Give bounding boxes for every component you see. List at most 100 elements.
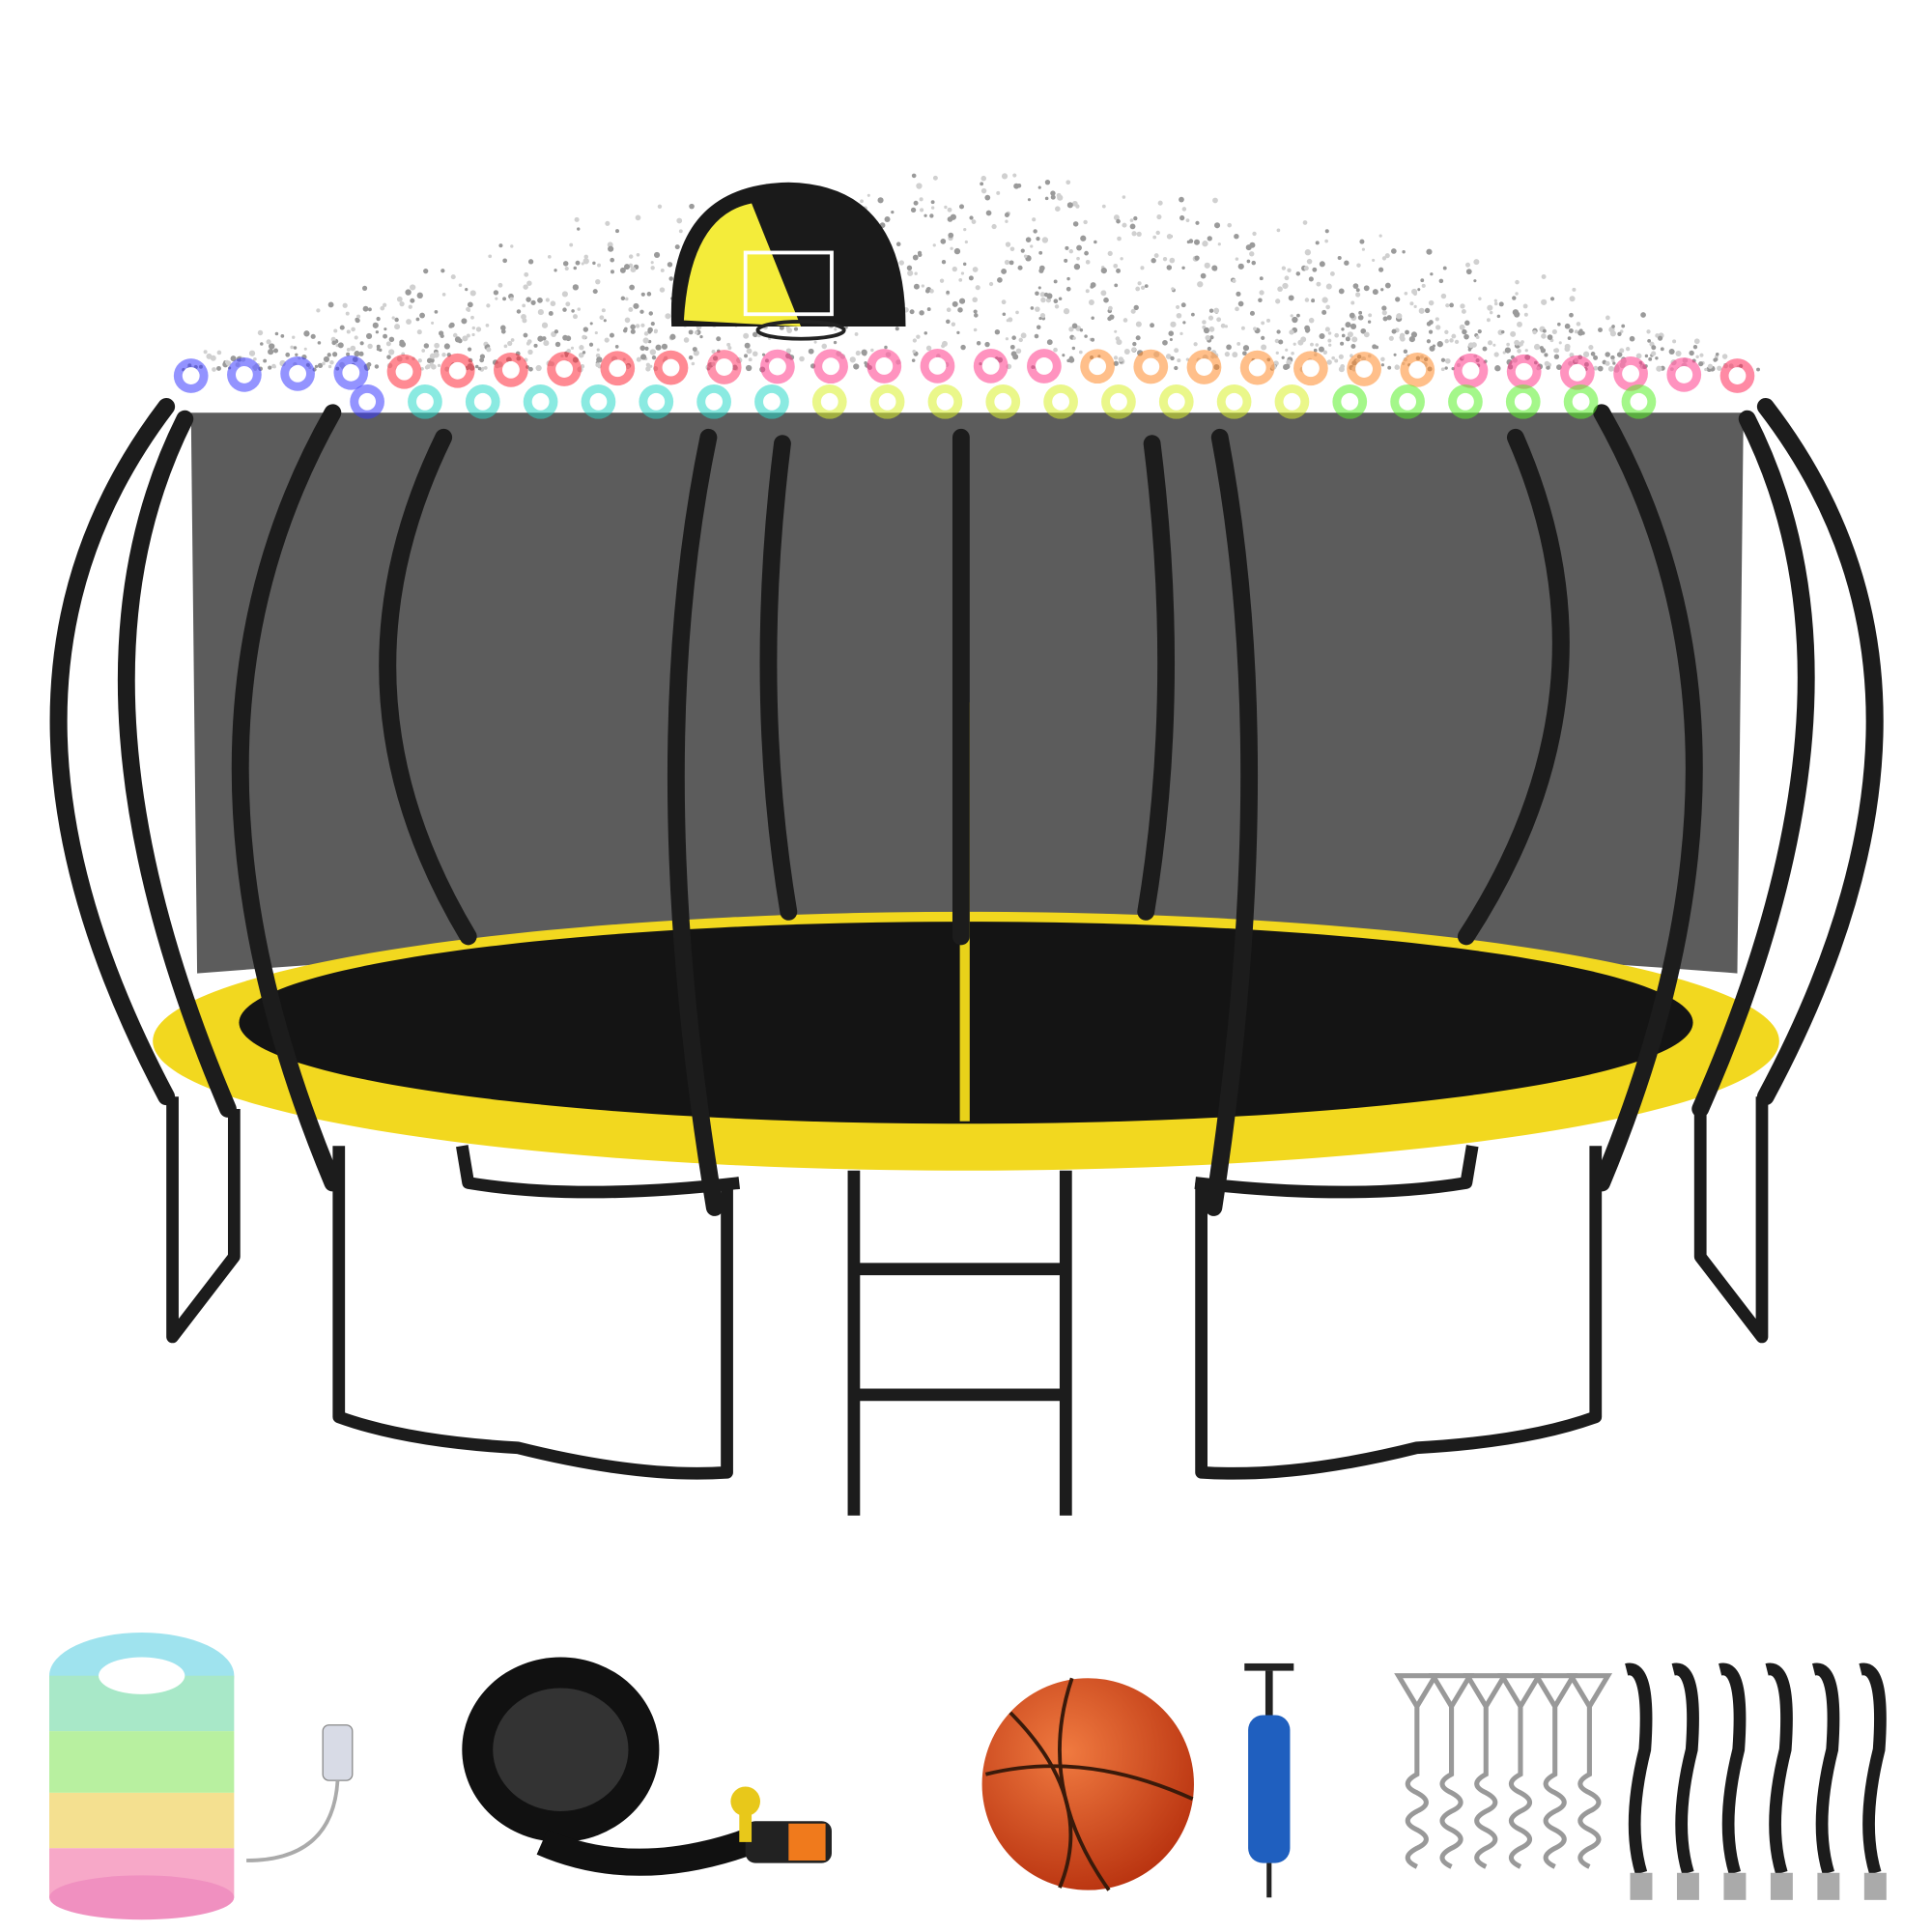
water-droplet <box>996 190 1001 195</box>
led-bulb <box>1622 364 1640 383</box>
water-droplet <box>562 261 569 267</box>
water-droplet <box>1066 276 1070 281</box>
water-droplet <box>1245 244 1252 251</box>
water-droplet <box>1265 318 1271 323</box>
water-droplet <box>1593 365 1599 371</box>
led-bulb <box>1457 392 1474 411</box>
water-droplet <box>980 187 987 194</box>
water-droplet <box>367 343 373 350</box>
water-droplet <box>1084 334 1088 338</box>
water-droplet <box>644 346 649 351</box>
water-droplet <box>1473 279 1477 283</box>
water-droplet <box>1440 293 1447 299</box>
water-droplet <box>1275 351 1279 355</box>
water-droplet <box>1166 265 1173 270</box>
water-droplet <box>565 301 571 307</box>
water-droplet <box>1020 332 1027 339</box>
water-droplet <box>1237 300 1244 307</box>
water-droplet <box>1692 344 1698 350</box>
led-bulb <box>1035 357 1053 375</box>
water-droplet <box>1137 281 1142 286</box>
water-droplet <box>1464 320 1470 326</box>
water-droplet <box>1593 355 1599 360</box>
water-droplet <box>1590 352 1596 356</box>
water-droplet <box>1672 339 1677 344</box>
water-droplet <box>1304 249 1312 256</box>
water-droplet <box>1278 339 1284 345</box>
water-droplet <box>1429 345 1435 352</box>
water-droplet <box>884 345 888 350</box>
water-droplet <box>1076 244 1082 251</box>
water-droplet <box>1514 339 1520 346</box>
water-droplet <box>1258 298 1263 302</box>
water-droplet <box>1016 183 1022 188</box>
water-droplet <box>853 363 860 370</box>
water-droplet <box>1181 266 1185 270</box>
water-droplet <box>509 297 514 301</box>
water-droplet <box>376 316 381 322</box>
water-droplet <box>1274 338 1280 344</box>
water-droplet <box>535 364 542 372</box>
water-droplet <box>635 324 640 328</box>
water-droplet <box>1275 298 1281 304</box>
led-light-strip <box>49 1633 354 1920</box>
water-droplet <box>295 353 298 356</box>
water-droplet <box>1605 360 1610 366</box>
water-droplet <box>346 329 351 334</box>
led-bulb <box>1341 392 1359 411</box>
water-droplet <box>1567 336 1572 340</box>
water-droplet <box>659 287 666 293</box>
water-droplet <box>548 311 554 316</box>
water-droplet <box>374 364 380 369</box>
strap-buckle <box>1676 1872 1699 1900</box>
water-droplet <box>523 332 528 338</box>
water-droplet <box>526 339 532 344</box>
water-droplet <box>628 254 634 259</box>
water-droplet <box>1341 327 1345 331</box>
water-droplet <box>1327 338 1332 343</box>
water-droplet <box>1108 305 1113 311</box>
water-droplet <box>1651 345 1657 351</box>
water-droplet <box>1616 352 1623 357</box>
water-droplet <box>1442 266 1447 270</box>
water-droplet <box>1068 327 1074 332</box>
led-bulb <box>1568 363 1586 382</box>
water-droplet <box>950 213 956 220</box>
water-droplet <box>913 200 919 206</box>
water-droplet <box>569 242 574 247</box>
water-droplet <box>1224 351 1231 357</box>
water-droplet <box>920 208 924 213</box>
water-droplet <box>1717 365 1722 371</box>
water-droplet <box>406 319 412 325</box>
led-bulb <box>763 392 781 411</box>
water-droplet <box>918 252 923 257</box>
water-droplet <box>1100 267 1107 274</box>
water-droplet <box>997 277 1003 283</box>
water-droplet <box>821 343 828 350</box>
water-droplet <box>1287 268 1292 272</box>
water-droplet <box>545 298 550 302</box>
water-droplet <box>952 300 958 307</box>
water-droplet <box>1114 283 1119 288</box>
water-droplet <box>465 287 469 292</box>
basketball-hoop <box>670 182 906 341</box>
water-droplet <box>1053 298 1059 304</box>
water-droplet <box>744 354 748 358</box>
water-droplet <box>640 323 645 327</box>
water-droplet <box>1038 250 1043 255</box>
water-droplet <box>1611 358 1615 363</box>
water-droplet <box>1621 324 1626 328</box>
water-droplet <box>1176 304 1180 309</box>
water-droplet <box>1090 282 1096 288</box>
water-droplet <box>327 301 334 308</box>
water-droplet <box>367 307 372 312</box>
water-droplet <box>1363 285 1370 292</box>
water-droplet <box>1101 204 1106 209</box>
water-droplet <box>290 345 294 350</box>
strap <box>1765 1662 1793 1875</box>
water-droplet <box>1251 260 1257 266</box>
water-droplet <box>1327 331 1332 335</box>
water-droplet <box>1629 335 1635 342</box>
led-bulb <box>662 358 680 377</box>
